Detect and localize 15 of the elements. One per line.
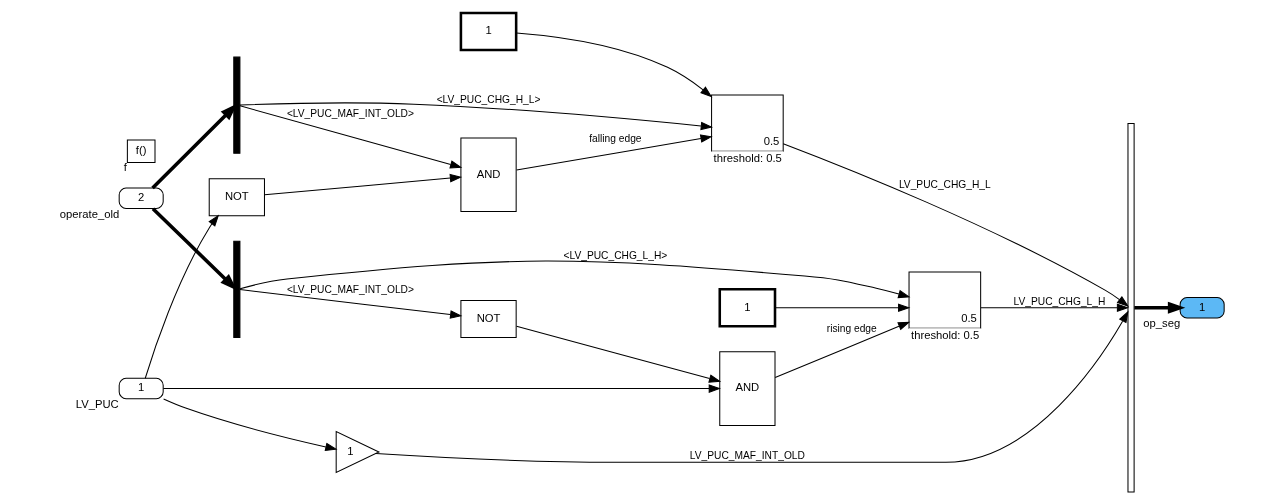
edge-label: rising edge (826, 322, 877, 334)
node-label: threshold: 0.5 (713, 151, 782, 164)
edge-label: LV_PUC_CHG_L_H (1013, 295, 1106, 307)
node-label: f (123, 160, 127, 173)
node-label: op_seg (1143, 316, 1181, 329)
edge-label: LV_PUC_MAF_INT_OLD (689, 449, 805, 461)
edge-label: falling edge (589, 132, 642, 144)
edge-label: <LV_PUC_CHG_H_L> (436, 93, 541, 105)
node-label: LV_PUC (75, 397, 119, 410)
edge-label: <LV_PUC_CHG_L_H> (563, 249, 668, 261)
node-label: threshold: 0.5 (911, 328, 980, 341)
edge-label: LV_PUC_CHG_H_L (898, 178, 991, 190)
edge-label: <LV_PUC_MAF_INT_OLD> (286, 283, 414, 295)
edge-label: <LV_PUC_MAF_INT_OLD> (286, 107, 414, 119)
node-label: operate_old (59, 207, 120, 220)
